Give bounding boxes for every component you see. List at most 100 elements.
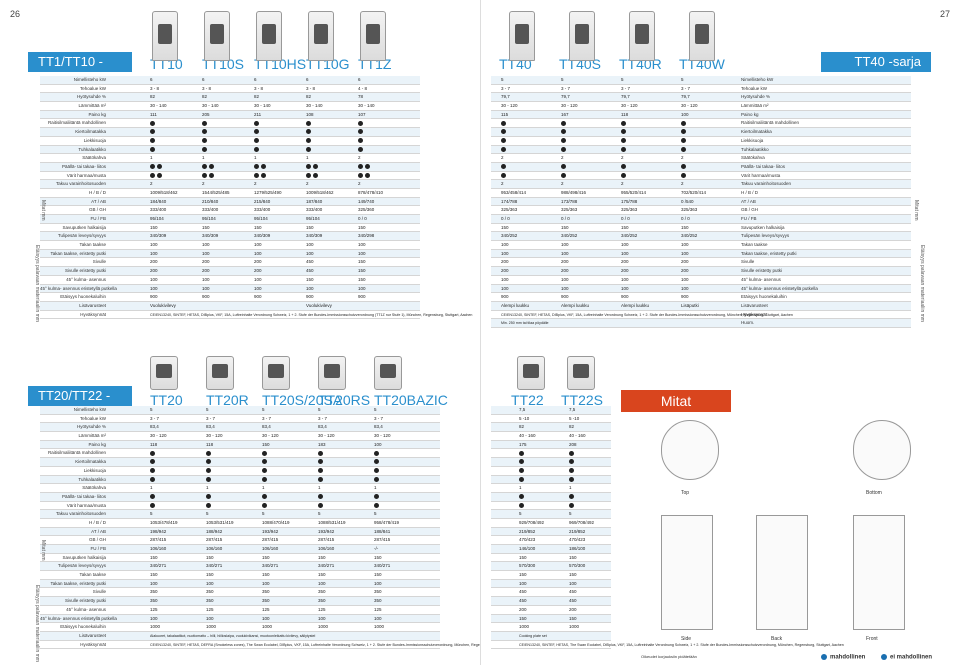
dot-icon: [681, 120, 686, 126]
cell-value: 878/478/410: [358, 189, 384, 195]
cell-value: 200: [569, 606, 577, 612]
cell-value: [202, 128, 209, 137]
row-label: Säätökahva: [82, 485, 106, 491]
cell-value: 95/104: [202, 216, 216, 221]
cell-value: [254, 137, 261, 146]
dot-icon: [262, 459, 267, 465]
cell-value: 340/309: [306, 233, 323, 239]
vlabel-etaisyys: Etäisyys palavaan materiaaliin mm: [34, 245, 40, 322]
mitat-title: Mitat: [660, 393, 692, 409]
row-label: 45° kulma- asennus: [741, 276, 781, 282]
row-label: Värit harmaa/musta: [66, 502, 106, 508]
cell-value: 83,4: [318, 424, 327, 430]
cell-value: 146/100: [519, 546, 536, 551]
cell-value: 1: [254, 155, 257, 161]
stove-image: [318, 356, 346, 390]
cell-value: [318, 476, 325, 485]
left-page: 26 TT1/TT10 -sarja TT10TT10STT10HSTT10GT…: [10, 9, 521, 662]
row-label: AT / AB: [91, 528, 106, 534]
cell-value: 150: [306, 276, 314, 282]
cell-value: 340/252: [561, 233, 578, 239]
cell-value: 100: [681, 285, 689, 291]
cell-value: [150, 163, 164, 172]
dot-icon: [206, 468, 211, 474]
dot-icon: [150, 502, 155, 508]
row-label: 45° kulma- asennus eristetyllä putkella: [40, 285, 117, 291]
cell-value: 30 - 120: [681, 103, 698, 109]
cell-value: 325/363: [561, 207, 578, 213]
cell-value: [569, 458, 576, 467]
dot-icon: [519, 459, 524, 465]
rights-note: Oikeudet korjauksiin pidätetään: [641, 654, 697, 659]
tt40-series-header: TT40 -sarja: [821, 52, 931, 72]
dot-icon: [569, 450, 574, 456]
dot-icon: [501, 120, 506, 126]
cell-value: 200: [681, 268, 689, 274]
cell-value: 900: [621, 294, 629, 300]
cell-value: [501, 137, 508, 146]
cell-value: [681, 119, 688, 128]
cell-value: 167: [561, 111, 569, 117]
cell-value: 100: [206, 580, 214, 586]
cell-value: [318, 449, 325, 458]
dot-icon: [681, 164, 686, 170]
row-label: Tulipesän leveys/syvyys: [57, 563, 106, 569]
cell-value: [318, 502, 325, 511]
cell-value: 100: [318, 580, 326, 586]
dot-icon: [150, 494, 155, 500]
cell-value: [358, 128, 365, 137]
cell-value: 470/423: [519, 537, 536, 543]
cell-value: [206, 476, 213, 485]
cell-value: 150: [306, 224, 314, 230]
dot-icon: [254, 129, 259, 135]
cell-value: 106/160: [318, 546, 335, 551]
stove-image: [256, 11, 282, 61]
model-title-1: TT20R: [206, 392, 249, 408]
cell-value: 150: [262, 441, 270, 447]
cell-value: 150: [206, 554, 214, 560]
dot-icon: [374, 502, 379, 508]
cell-value: 79,7: [561, 94, 570, 100]
cell-value: 1: [519, 485, 522, 491]
table-row: [491, 467, 611, 476]
dot-icon: [519, 502, 524, 508]
cell-value: 100: [254, 242, 262, 248]
table-row: Päällä- tai takaa- liitos: [40, 162, 420, 172]
stove-image: [569, 11, 595, 61]
cell-value: 2: [306, 181, 309, 187]
dot-icon: [561, 164, 566, 170]
cell-value: [206, 467, 213, 476]
cell-value: 150: [621, 224, 629, 230]
cell-value: 100: [561, 250, 569, 256]
cell-value: 340/271: [374, 563, 391, 569]
cell-value: [519, 493, 526, 502]
dot-icon: [209, 164, 214, 170]
cell-value: 100: [501, 285, 509, 291]
cell-value: 118: [150, 441, 158, 447]
dot-icon: [306, 120, 311, 126]
dot-icon: [358, 129, 363, 135]
dot-icon: [318, 459, 323, 465]
dot-icon: [569, 502, 574, 508]
dot-icon: [569, 468, 574, 474]
cell-value: 100: [306, 285, 314, 291]
cell-value: 82: [202, 94, 208, 100]
cell-value: [262, 449, 269, 458]
cell-value: 900: [561, 294, 569, 300]
cell-value: [501, 172, 508, 181]
row-label: Takan taakse: [79, 242, 106, 248]
dot-icon: [621, 164, 626, 170]
cell-value: 1: [569, 485, 572, 491]
cell-value: 200: [150, 268, 158, 274]
